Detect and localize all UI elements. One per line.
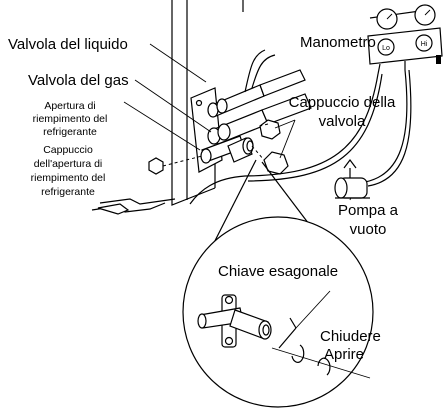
label-liquid-valve: Valvola del liquido [8,36,128,53]
svg-text:refrigerante: refrigerante [41,186,95,198]
leader-lines [123,43,413,201]
svg-text:vuoto: vuoto [350,221,387,238]
gauge-lo-label: Lo [382,45,390,52]
label-vacuum-pump: Pompa a vuoto [338,202,399,238]
svg-text:riempimento del: riempimento del [33,113,108,125]
label-charging-port-cap: Cappuccio dell'apertura di riempimento d… [31,144,106,198]
svg-text:refrigerante: refrigerante [43,126,97,138]
label-gas-valve: Valvola del gas [28,72,129,89]
outdoor-unit [91,0,244,215]
hex-key [278,290,331,349]
hoses [189,69,412,205]
label-gauge: Manometro [300,34,376,51]
label-valve-cap: Cappuccio della valvola [289,94,396,130]
label-hex-key: Chiave esagonale [218,263,338,280]
svg-text:Cappuccio: Cappuccio [43,144,93,156]
label-charging-port: Apertura di riempimento del refrigerante [33,100,108,138]
svg-text:dell'apertura di: dell'apertura di [34,158,103,170]
liquid-valve [207,49,306,118]
svg-text:valvola: valvola [319,113,366,130]
gauge-hi-label: Hi [421,41,428,48]
rotation-arrows [271,344,371,379]
svg-text:Pompa a: Pompa a [338,202,399,219]
label-close: Chiudere [320,328,381,345]
charging-port [200,135,254,164]
valve-cap-upper [259,119,281,140]
svg-text:riempimento del: riempimento del [31,172,106,184]
charging-port-cap [148,157,164,175]
svg-text:Cappuccio della: Cappuccio della [289,94,396,111]
valve-cap-lower [263,151,289,175]
gauge-manifold: Lo Hi [367,4,443,75]
svg-text:Apertura di: Apertura di [44,100,95,112]
valve-detail [197,294,272,348]
magnifier [182,159,374,408]
vacuum-pump [334,159,370,199]
label-open: Aprire [324,346,364,363]
